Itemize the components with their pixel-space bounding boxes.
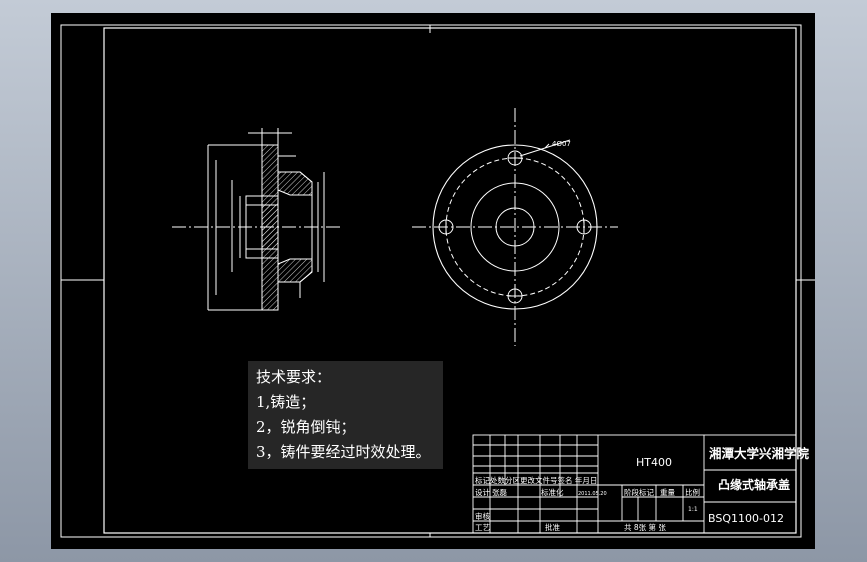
scale-label: 比例 xyxy=(685,487,700,497)
drawing-number-text: BSQ1100-012 xyxy=(708,512,784,525)
sheets-label: 共 8张 第 张 xyxy=(624,522,666,532)
boss-section-top xyxy=(277,171,313,196)
part-name-text: 凸缘式轴承盖 xyxy=(718,477,790,492)
weight-label: 重量 xyxy=(660,488,675,497)
process-label: 工艺 xyxy=(475,523,490,532)
boss-section-bottom xyxy=(277,258,313,283)
outer-border xyxy=(60,24,802,538)
hole-callout-text: 4Ø07 xyxy=(552,140,571,148)
design-label: 设计 xyxy=(475,487,490,497)
scale-value: 1:1 xyxy=(688,506,698,513)
callout-arrow xyxy=(544,143,550,149)
title-block-border xyxy=(472,434,797,534)
review-label: 审核 xyxy=(475,511,490,521)
tech-requirement-1: 1,铸造； xyxy=(256,393,316,411)
tech-requirements-heading: 技术要求： xyxy=(256,368,332,386)
tech-requirements: 技术要求： 1,铸造； 2，锐角倒钝； 3，铸件要经过时效处理。 xyxy=(248,361,443,469)
date-text: 2011.05.20 xyxy=(578,491,607,497)
section-view xyxy=(172,128,340,311)
material-text: HT400 xyxy=(636,456,672,469)
title-block xyxy=(472,434,797,534)
front-view xyxy=(412,108,618,346)
designer-name: 张磊 xyxy=(492,488,507,497)
standardize-label: 标准化 xyxy=(541,487,564,497)
school-name-text: 湘潭大学兴湘学院 xyxy=(709,446,810,461)
tech-requirement-2: 2，锐角倒钝； xyxy=(256,418,356,436)
revision-header-row: 标记处数分区更改文件号签名 年月日 xyxy=(475,475,597,485)
approve-label: 批准 xyxy=(545,522,560,532)
stage-mark-label: 阶段标记 xyxy=(624,487,654,497)
tech-requirement-3: 3，铸件要经过时效处理。 xyxy=(256,443,431,461)
